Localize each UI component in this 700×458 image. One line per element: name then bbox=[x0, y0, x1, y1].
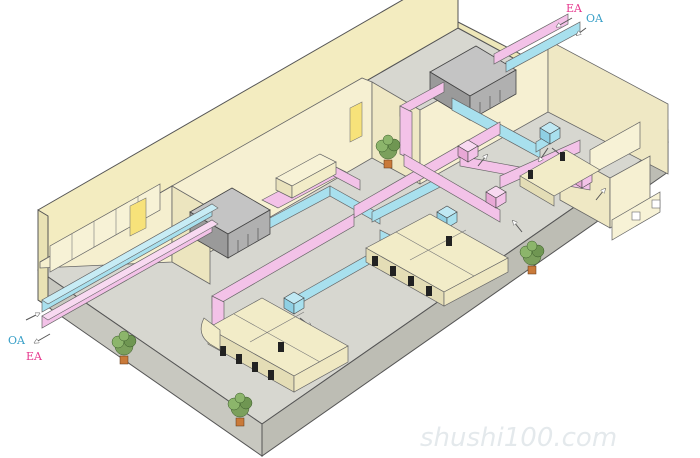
outdoor-arrows bbox=[25, 17, 587, 342]
plant-left bbox=[111, 330, 137, 365]
door-back bbox=[349, 101, 363, 143]
plant-front bbox=[227, 392, 253, 427]
reception-counter bbox=[200, 317, 221, 351]
label-ea-left: EA bbox=[26, 350, 43, 363]
workstations-left bbox=[207, 297, 349, 393]
plant-back bbox=[375, 134, 401, 169]
plant-right bbox=[519, 240, 545, 275]
outdoor-ducts-left bbox=[41, 203, 219, 329]
label-oa-left: OA bbox=[8, 334, 26, 347]
workstations-right bbox=[519, 149, 601, 207]
workstations-center bbox=[365, 213, 509, 307]
watermark: shushi100.com bbox=[420, 423, 617, 453]
label-ea-top: EA bbox=[566, 2, 583, 15]
label-oa-top: OA bbox=[586, 12, 604, 25]
kitchenette bbox=[275, 153, 337, 199]
door-left bbox=[129, 197, 147, 237]
